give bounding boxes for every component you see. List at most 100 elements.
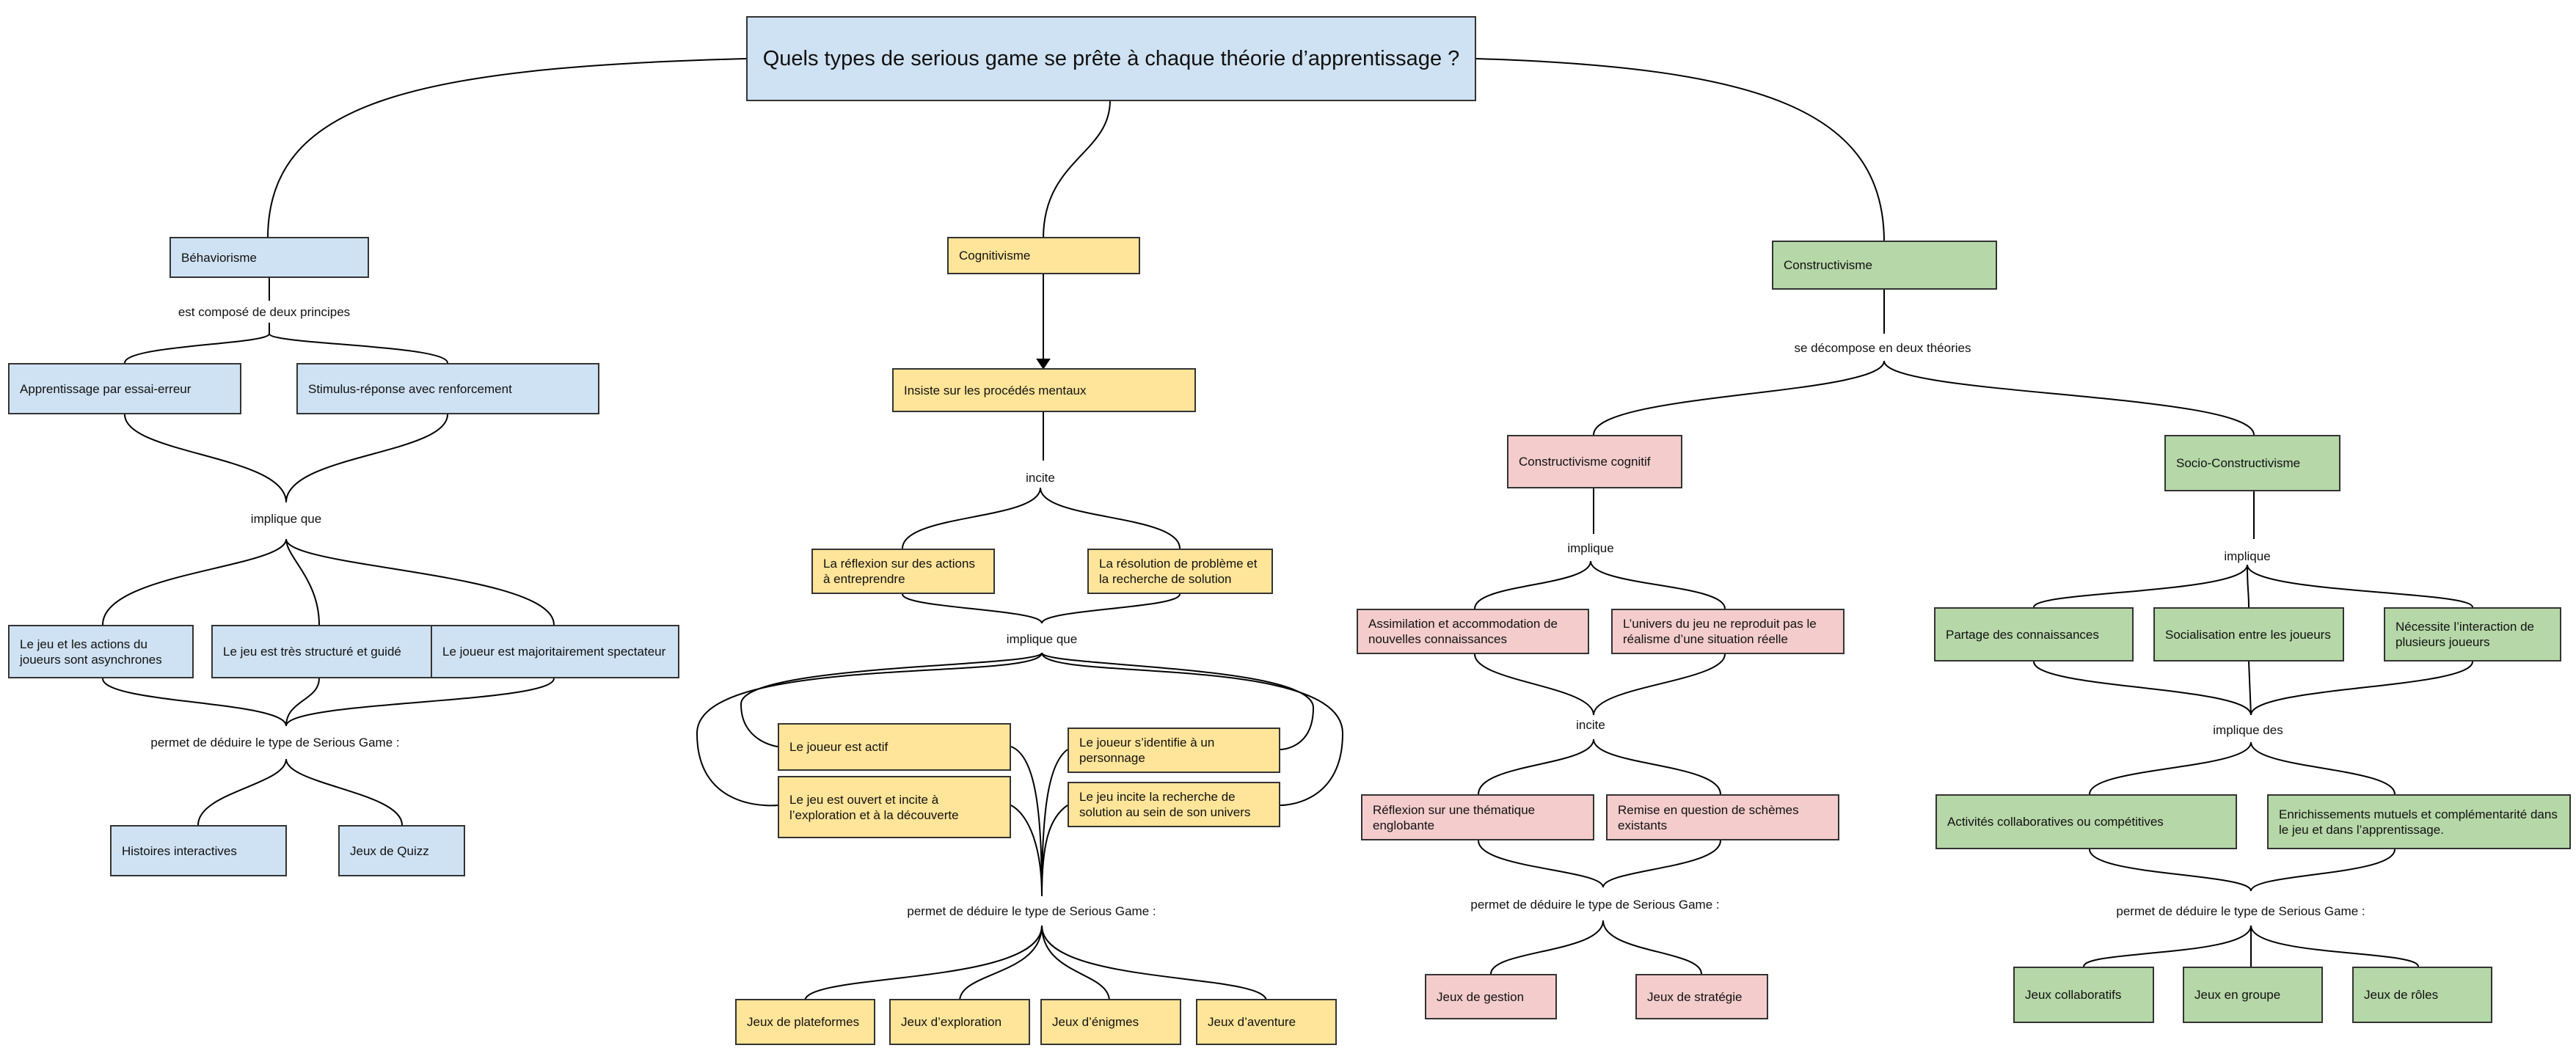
connector (1593, 653, 1726, 716)
node-game-type: Histoires interactives (110, 825, 287, 876)
node-incite: Remise en question de schèmes existants (1606, 794, 1839, 840)
connector (124, 333, 270, 364)
node-implication: Le jeu est très structuré et guidé (211, 625, 434, 678)
connector (285, 414, 448, 503)
node-activity: Activités collaboratives ou compétitives (1935, 794, 2237, 849)
connector (1040, 487, 1181, 549)
connector (1041, 593, 1181, 624)
connector (1490, 920, 1604, 975)
connector (285, 538, 555, 626)
connector (1474, 560, 1591, 609)
connector (2089, 741, 2252, 795)
connector (1478, 739, 1594, 795)
relation-label: permet de déduire le type de Serious Gam… (2114, 904, 2368, 919)
node-game-type: Jeux de plateformes (735, 999, 875, 1045)
relation-label: implique des (2211, 723, 2285, 738)
node-game-type: Jeux d’aventure (1196, 999, 1337, 1045)
node-game-type: Jeux d’exploration (889, 999, 1030, 1045)
relation-label: implique que (1004, 632, 1080, 647)
connector (1041, 652, 1315, 750)
connector (740, 652, 1043, 747)
node-implication: Nécessite l’interaction de plusieurs jou… (2384, 607, 2561, 662)
relation-label: incite (1574, 718, 1608, 733)
connector (1593, 739, 1721, 795)
connector (285, 758, 403, 826)
connector (804, 925, 1043, 1002)
connector (1474, 653, 1594, 716)
connector (1041, 652, 1344, 806)
connector (2250, 925, 2419, 967)
connector (102, 538, 287, 626)
node-implication: Le jeu et les actions du joueurs sont as… (8, 625, 194, 678)
connector (267, 58, 747, 239)
connector (1593, 360, 1885, 436)
node-game-type: Jeux de gestion (1425, 974, 1557, 1019)
connector (285, 678, 320, 727)
connector (2250, 741, 2396, 795)
connector (1041, 805, 1068, 897)
node-game-type: Jeux de rôles (2352, 967, 2492, 1023)
connector (902, 593, 1043, 624)
connector (2083, 925, 2252, 967)
node-incite: Réflexion sur une thématique englobante (1361, 794, 1594, 840)
node-socio-constructivisme: Socio-Constructivisme (2164, 435, 2340, 491)
node-game-type: Jeux en groupe (2183, 967, 2323, 1023)
connector (2247, 564, 2473, 608)
node-incite: La réflexion sur des actions à entrepren… (811, 549, 995, 594)
connector (1602, 840, 1721, 888)
connector (2248, 661, 2252, 716)
connector (902, 487, 1041, 549)
node-incite: La résolution de problème et la recherch… (1087, 549, 1273, 594)
connector (1475, 58, 1885, 243)
connector (1478, 840, 1604, 888)
node-activity: Enrichissements mutuels et complémentari… (2267, 794, 2571, 849)
node-implication: Le joueur est majoritairement spectateur (431, 625, 679, 678)
node-cognitivisme: Cognitivisme (947, 237, 1140, 274)
node-implication: Le jeu est ouvert et incite à l’explorat… (778, 776, 1011, 838)
connector (1041, 925, 1267, 1002)
node-implication: Socialisation entre les joueurs (2153, 607, 2344, 662)
relation-label: implique (1565, 541, 1616, 556)
connector (1602, 920, 1702, 975)
connector (2247, 564, 2250, 608)
connector (1590, 560, 1726, 609)
relation-label: se décompose en deux théories (1792, 341, 1974, 356)
relation-label: implique (2222, 549, 2273, 564)
node-implication: L’univers du jeu ne reproduit pas le réa… (1611, 609, 1845, 654)
connector (2250, 661, 2473, 716)
node-game-type: Jeux d’énigmes (1040, 999, 1181, 1045)
connector (269, 333, 448, 364)
node-insiste: Insiste sur les procédés mentaux (892, 368, 1196, 412)
connector (124, 414, 287, 503)
node-implication: Le joueur s’identifie à un personnage (1068, 728, 1280, 773)
node-constructivisme-cognitif: Constructivisme cognitif (1507, 435, 1682, 488)
connector (102, 678, 287, 727)
connector (285, 538, 320, 626)
node-implication: Le joueur est actif (778, 723, 1011, 771)
node-implication: Partage des connaissances (1934, 607, 2134, 662)
node-game-type: Jeux de stratégie (1635, 974, 1768, 1019)
connector (2089, 849, 2252, 892)
relation-label: permet de déduire le type de Serious Gam… (905, 904, 1159, 919)
relation-label: incite (1024, 471, 1057, 485)
connector (1041, 925, 1110, 1002)
relation-label: permet de déduire le type de Serious Gam… (148, 736, 402, 750)
node-constructivisme: Constructivisme (1772, 241, 1997, 290)
relation-label: implique que (248, 512, 324, 527)
connector (2033, 564, 2248, 608)
connector (1043, 100, 1111, 239)
connector (959, 925, 1043, 1002)
connector (2033, 661, 2252, 716)
relation-label: est composé de deux principes (175, 305, 353, 320)
relation-label: permet de déduire le type de Serious Gam… (1468, 898, 1722, 912)
connector (1010, 746, 1043, 897)
node-principle: Apprentissage par essai-erreur (8, 363, 241, 414)
connector (197, 758, 287, 826)
connector (285, 678, 555, 727)
node-game-type: Jeux de Quizz (338, 825, 465, 876)
node-principle: Stimulus-réponse avec renforcement (296, 363, 599, 414)
node-implication: Assimilation et accommodation de nouvell… (1357, 609, 1589, 654)
connector (1010, 805, 1043, 897)
arrowhead (1036, 359, 1051, 370)
